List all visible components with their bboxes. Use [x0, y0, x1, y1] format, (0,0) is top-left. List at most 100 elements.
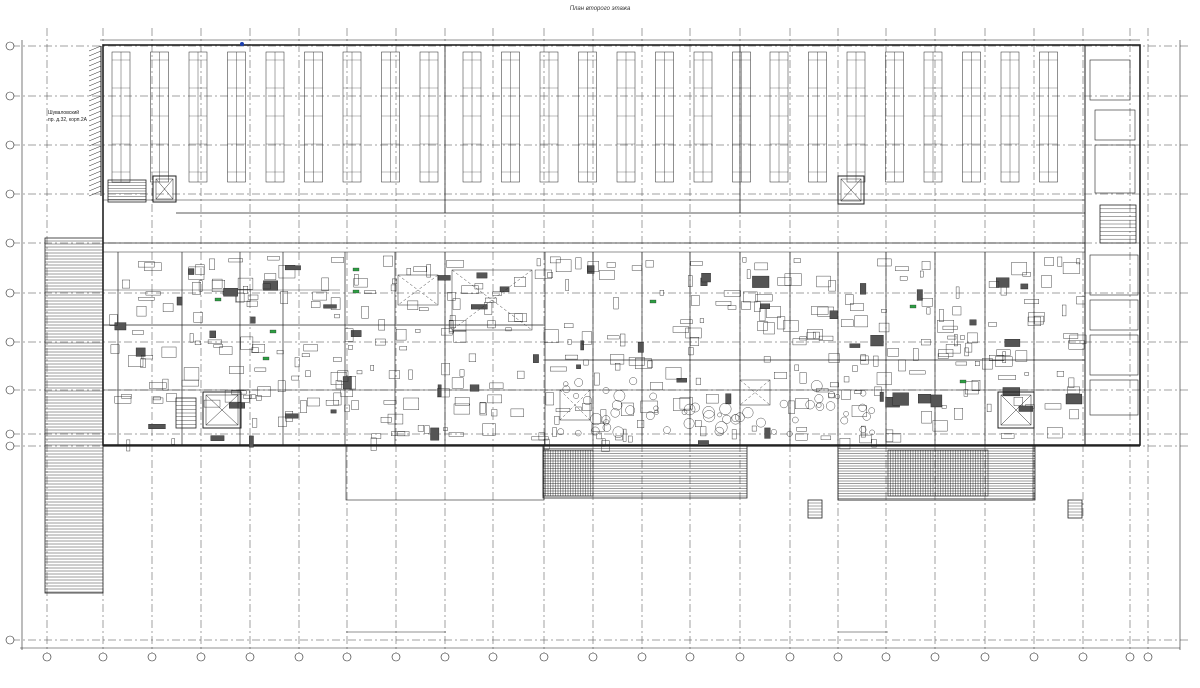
equipment-item	[148, 424, 166, 430]
equipment-item	[861, 425, 866, 438]
equipment-item	[337, 370, 349, 382]
equipment-item	[285, 413, 299, 419]
equipment-round	[613, 389, 626, 402]
equipment-item	[188, 268, 195, 275]
equipment-item	[1024, 372, 1029, 376]
axis-bubble-row	[5, 441, 15, 451]
equipment-item	[811, 306, 829, 315]
bay-diagonal	[739, 379, 771, 406]
equipment-round	[602, 387, 610, 394]
equipment-round	[646, 411, 655, 420]
equipment-item	[1002, 351, 1006, 363]
equipment-item	[252, 418, 258, 428]
equipment-item	[1020, 283, 1029, 290]
equipment-item	[242, 286, 248, 294]
axis-bubble-col	[930, 652, 940, 662]
equipment-item	[383, 255, 393, 267]
equipment-item	[441, 363, 450, 376]
equipment-item	[545, 392, 554, 406]
equipment-item	[731, 429, 737, 440]
equipment-item	[126, 439, 131, 452]
equipment-item	[552, 427, 557, 437]
equipment-item	[136, 306, 147, 317]
equipment-item	[192, 282, 202, 295]
room-marker	[959, 379, 967, 384]
equipment-item	[921, 411, 932, 424]
wall-hatch	[88, 60, 102, 67]
equipment-item	[637, 420, 645, 429]
equipment-item	[390, 284, 397, 292]
equipment-item	[149, 382, 167, 389]
equipment-item	[774, 372, 787, 380]
equipment-item	[1015, 350, 1028, 362]
equipment-item	[1001, 433, 1015, 439]
equipment-item	[788, 400, 795, 414]
equipment-item	[754, 262, 769, 271]
equipment-item	[1013, 397, 1023, 406]
axis-bubble-row	[5, 189, 15, 199]
equipment-item	[581, 331, 592, 345]
equipment-item	[887, 348, 899, 357]
equipment-item	[988, 322, 997, 327]
equipment-item	[285, 265, 301, 271]
axis-bubble-row	[5, 41, 15, 51]
equipment-round	[690, 402, 700, 413]
equipment-item	[676, 378, 687, 383]
bay-diagonal	[451, 269, 533, 331]
equipment-item	[195, 264, 205, 275]
equipment-item	[637, 342, 644, 353]
equipment-item	[700, 426, 707, 437]
equipment-item	[1065, 393, 1083, 405]
equipment-round	[573, 392, 579, 399]
equipment-round	[840, 416, 849, 425]
wall-hatch	[88, 180, 102, 187]
equipment-round	[575, 430, 582, 437]
equipment-item	[109, 314, 118, 326]
equipment-item	[975, 361, 980, 367]
equipment-item	[777, 277, 792, 286]
equipment-round	[702, 406, 715, 419]
equipment-item	[403, 397, 420, 411]
equipment-item	[370, 365, 374, 371]
equipment-round	[649, 392, 657, 401]
equipment-item	[673, 398, 691, 411]
equipment-round	[610, 408, 620, 418]
open-bay	[739, 379, 771, 406]
equipment-item	[1000, 286, 1007, 296]
equipment-item	[1047, 427, 1063, 439]
equipment-item	[514, 277, 526, 287]
equipment-item	[777, 316, 786, 330]
equipment-item	[249, 394, 256, 399]
equipment-round	[715, 421, 728, 434]
equipment-item	[1068, 377, 1075, 388]
equipment-item	[926, 307, 931, 315]
equipment-item	[806, 332, 816, 339]
wall-hatch	[88, 165, 102, 172]
equipment-item	[476, 272, 488, 279]
equipment-item	[610, 354, 625, 365]
equipment-item	[723, 290, 741, 297]
equipment-round	[714, 426, 724, 437]
equipment-item	[1022, 272, 1031, 277]
wall-hatch	[88, 70, 102, 77]
equipment-round	[629, 377, 638, 385]
axis-bubble-col	[1125, 652, 1135, 662]
equipment-item	[348, 345, 353, 350]
equipment-item	[766, 306, 781, 318]
equipment-item	[471, 304, 488, 310]
equipment-item	[964, 347, 969, 357]
wall-hatch	[88, 170, 102, 177]
equipment-item	[942, 325, 958, 330]
wall-hatch	[88, 145, 102, 152]
equipment-item	[437, 384, 442, 397]
equipment-item	[510, 408, 524, 417]
elevator-shaft-3	[202, 391, 242, 429]
equipment-item	[277, 380, 286, 392]
equipment-item	[330, 409, 337, 414]
equipment-item	[680, 319, 693, 324]
equipment-item	[430, 427, 440, 441]
equipment-item	[587, 265, 595, 274]
wall-hatch	[88, 115, 102, 122]
equipment-round	[859, 426, 867, 434]
equipment-item	[828, 280, 836, 292]
